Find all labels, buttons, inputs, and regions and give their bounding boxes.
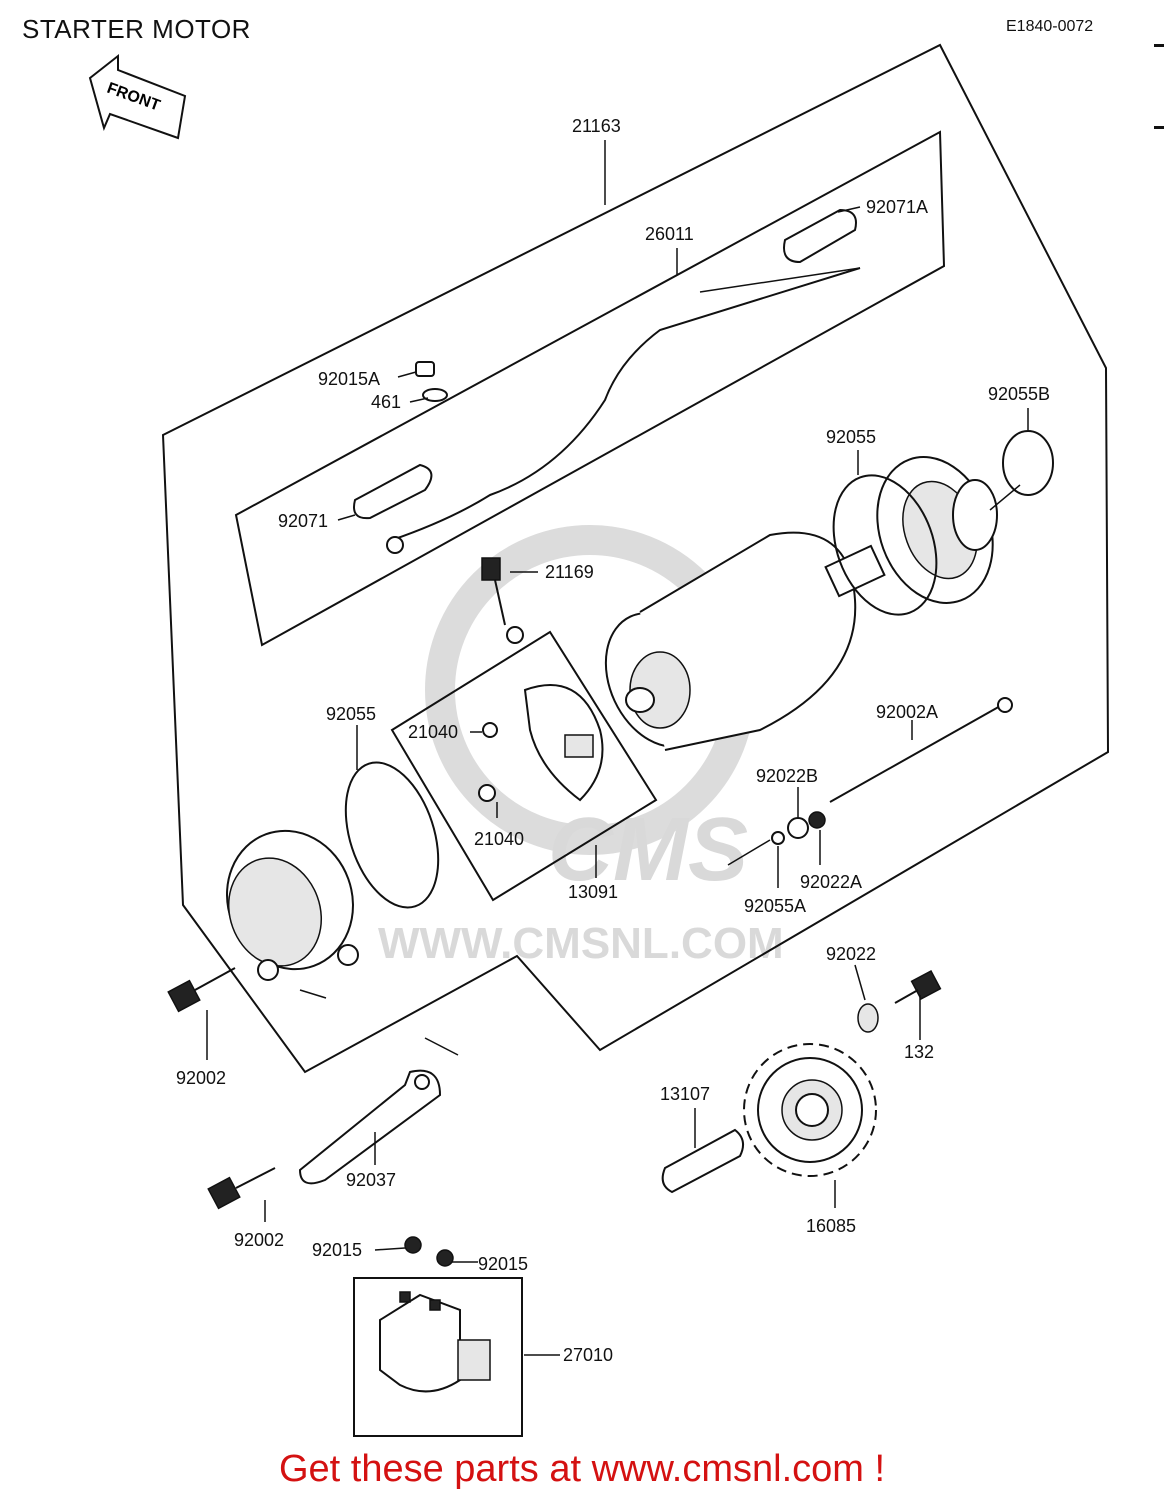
relay-box (353, 1277, 523, 1437)
washer-92055A (771, 831, 785, 845)
nut-92015-right (436, 1249, 454, 1267)
part-label: 92037 (346, 1170, 396, 1190)
bolt-92002-lower (207, 1167, 276, 1210)
part-label: 13091 (568, 882, 618, 902)
part-label: 92055A (744, 896, 806, 916)
part-label: 92015 (312, 1240, 362, 1260)
arrow-line (727, 839, 771, 866)
part-label: 92055 (826, 427, 876, 447)
part-label: 92055 (326, 704, 376, 724)
part-label: 461 (371, 392, 401, 412)
watermark-brand: CMS (548, 800, 748, 900)
watermark-url: WWW.CMSNL.COM (378, 919, 784, 968)
o-ring-92055B (1002, 430, 1054, 496)
edge-mark (1154, 44, 1164, 47)
part-label: 92002 (234, 1230, 284, 1250)
part-label: 21040 (408, 722, 458, 742)
part-label: 92015 (478, 1254, 528, 1274)
part-label: 21040 (474, 829, 524, 849)
footer-link[interactable]: Get these parts at www.cmsnl.com ! (278, 1448, 886, 1490)
bolt-132 (894, 969, 942, 1004)
diagram-code: E1840-0072 (1006, 18, 1094, 35)
wiring-subassembly-box (234, 130, 946, 647)
washer-92022B (787, 817, 809, 839)
exploded-parts-diagram: CMS WWW.CMSNL.COM FRONT (88, 43, 1110, 1437)
part-label: 92002A (876, 702, 938, 722)
part-label: 92022A (800, 872, 862, 892)
terminal-bolt (481, 557, 524, 644)
starter-motor-body (604, 531, 886, 751)
wiring-harness (353, 208, 861, 554)
front-arrow: FRONT (88, 53, 187, 140)
leader-lines (206, 140, 1029, 1356)
starter-relay (379, 1291, 491, 1393)
part-label: 21163 (572, 116, 621, 136)
brush-plate-box (390, 630, 658, 902)
part-label: 26011 (645, 224, 694, 244)
part-label: 92022 (826, 944, 876, 964)
nut-92022A (808, 811, 826, 829)
assembly-boundary (161, 43, 1110, 1074)
part-label: 92071A (866, 197, 928, 217)
part-label: 21169 (545, 562, 594, 582)
part-label: 92055B (988, 384, 1050, 404)
brush-plate (478, 684, 604, 802)
washer-92022 (857, 1003, 879, 1033)
bracket (298, 1069, 442, 1185)
part-label: 92022B (756, 766, 818, 786)
front-cover (876, 456, 998, 604)
page-title: STARTER MOTOR (22, 14, 251, 44)
idle-gear (743, 1043, 877, 1177)
shaft (661, 1128, 745, 1194)
edge-mark (1154, 126, 1164, 129)
part-label: 13107 (660, 1084, 710, 1104)
part-label: 16085 (806, 1216, 856, 1236)
o-ring-92055-top (832, 474, 938, 616)
part-label: 92015A (318, 369, 380, 389)
part-label: 92002 (176, 1068, 226, 1088)
o-ring-92055-left (344, 761, 440, 909)
part-label: 132 (904, 1042, 934, 1062)
part-label: 27010 (563, 1345, 613, 1365)
bolt-92002-upper (167, 967, 236, 1013)
through-bolt (829, 697, 1013, 803)
nut-92015-left (404, 1236, 422, 1254)
part-label: 92071 (278, 511, 328, 531)
end-cover (226, 829, 359, 981)
part-labels: 21163 26011 92071A 92015A 461 92071 9205… (176, 116, 1050, 1365)
